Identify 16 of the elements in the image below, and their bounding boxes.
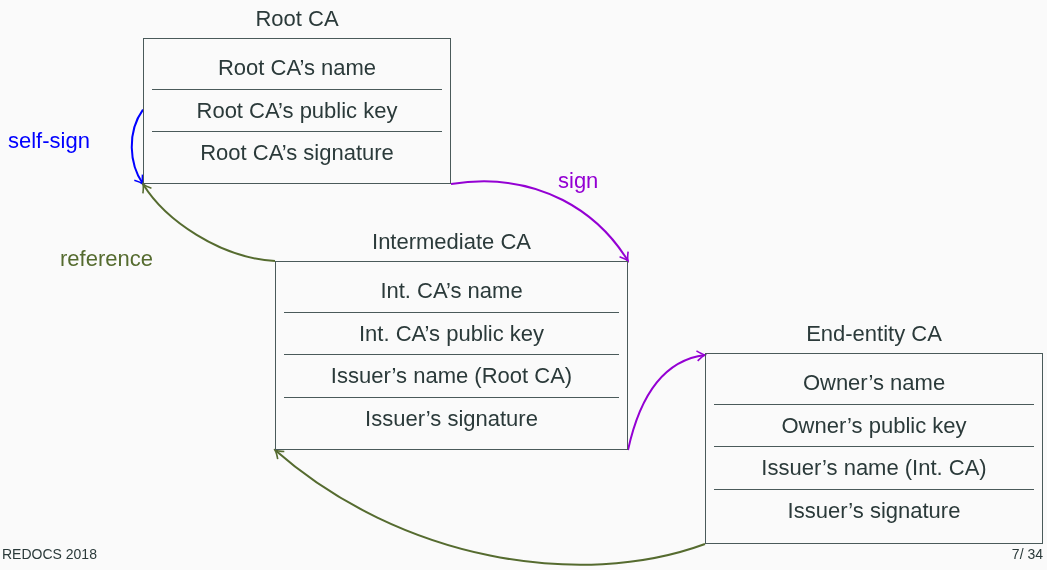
field-text: Issuer’s signature: [787, 497, 961, 524]
certificate-title: Root CA: [255, 6, 339, 31]
field-text: Owner’s public key: [781, 412, 967, 439]
certificate-title: End-entity CA: [806, 321, 942, 346]
field-text: Root CA’s name: [217, 55, 377, 81]
field-text: Int. CA’s public key: [358, 320, 544, 347]
footer-text: REDOCS 2018: [2, 546, 97, 562]
certificate-title: Intermediate CA: [372, 229, 531, 254]
field-text: Root CA’s signature: [200, 140, 394, 166]
field-text: Issuer’s signature: [365, 405, 538, 432]
field-text: Issuer’s name (Int. CA): [761, 455, 987, 481]
field-text: Issuer’s name (Root CA): [330, 363, 573, 389]
page-number: 7/ 34: [1011, 546, 1043, 562]
field-text: Owner’s name: [802, 370, 946, 396]
field-text: Root CA’s public key: [196, 97, 398, 124]
field-text: Int. CA’s name: [380, 278, 523, 304]
